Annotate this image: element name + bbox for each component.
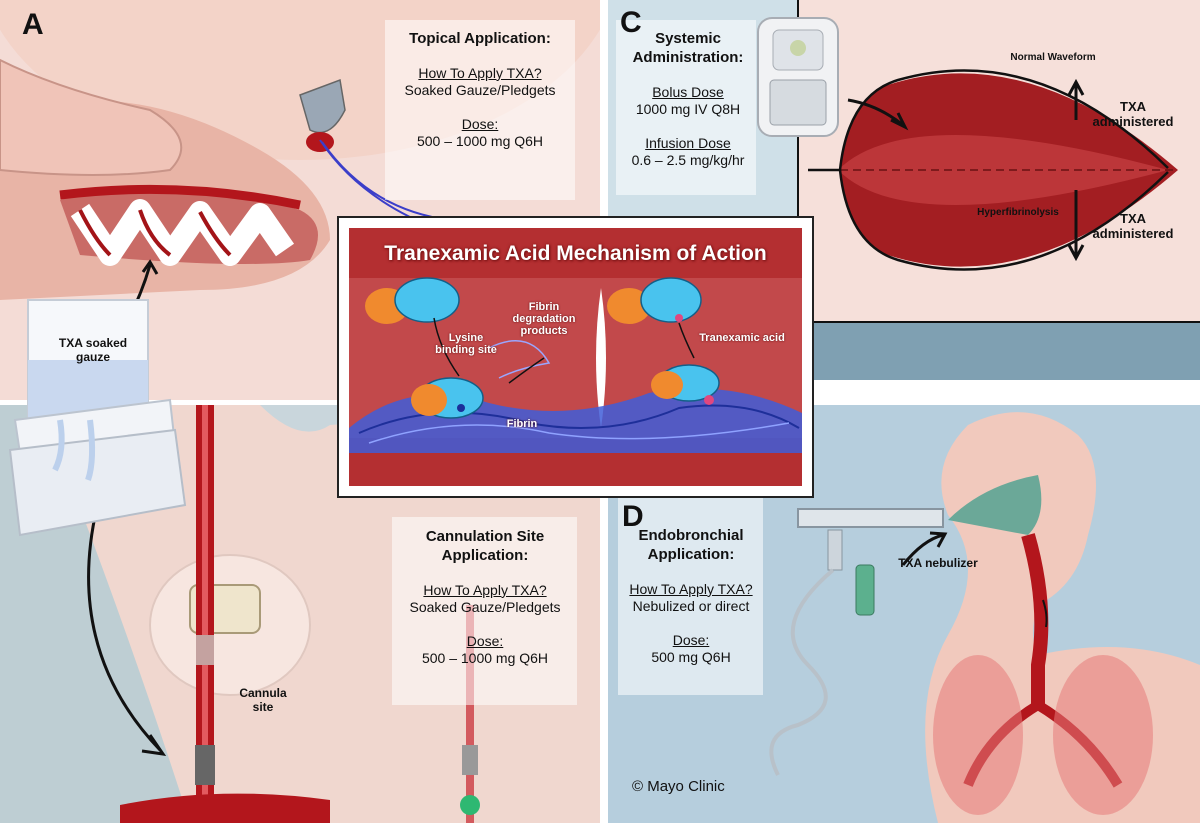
copyright-notice: © Mayo Clinic [632, 778, 725, 795]
panel-c-text: Systemic Administration: Bolus Dose 1000… [613, 30, 763, 170]
hyperfibrinolysis-label: Hyperfibrinolysis [977, 207, 1059, 218]
mechanism-illustration: Tranexamic Acid Mechanism of Action Fibr… [349, 228, 802, 486]
panel-b-dose: 500 – 1000 mg Q6H [421, 650, 549, 666]
panel-c-bolus: 1000 mg IV Q8H [635, 101, 741, 117]
panel-a-letter: A [22, 8, 44, 41]
panel-a-text: Topical Application: How To Apply TXA? S… [390, 30, 570, 151]
fibrin-label: Fibrin [506, 418, 538, 430]
gauze-illustration [8, 299, 187, 537]
panel-c-text-backdrop [616, 20, 756, 195]
txa-nebulizer-label: TXA nebulizer [898, 556, 978, 570]
panel-b-title: Cannulation Site Application: [425, 528, 545, 564]
vessel-illustration [349, 228, 802, 486]
txa-administered-bottom-label: TXA administered [1092, 211, 1174, 241]
panel-c-infusion-label: Infusion Dose [645, 134, 731, 151]
panel-d-dose: 500 mg Q6H [651, 649, 731, 665]
panel-c-letter: C [620, 6, 642, 39]
panel-d-text: Endobronchial Application: How To Apply … [616, 527, 766, 667]
panel-b-dose-label: Dose: [466, 632, 504, 649]
panel-a-question: How To Apply TXA? [418, 64, 542, 81]
panel-d-dose-label: Dose: [672, 631, 710, 648]
panel-a-dose-label: Dose: [461, 115, 499, 132]
cannula-illustration [0, 405, 600, 823]
panel-endobronchial-application: D Endobronchial Application: How To Appl… [608, 405, 1200, 823]
panel-a-dose: 500 – 1000 mg Q6H [416, 133, 544, 150]
panel-b-method: Soaked Gauze/Pledgets [409, 599, 561, 615]
txa-soaked-gauze-label: TXA soaked gauze [58, 336, 128, 364]
panel-d-method: Nebulized or direct [632, 598, 750, 614]
panel-d-title: Endobronchial Application: [638, 527, 744, 563]
txa-administered-top-label: TXA administered [1092, 99, 1174, 129]
panel-c-infusion: 0.6 – 2.5 mg/kg/hr [631, 152, 745, 168]
panel-b-question: How To Apply TXA? [423, 581, 547, 598]
cannula-site-label: Cannula site [239, 686, 287, 714]
panel-a-method: Soaked Gauze/Pledgets [404, 82, 556, 99]
panel-a-text-backdrop [385, 20, 575, 200]
normal-waveform-label: Normal Waveform [1010, 52, 1096, 63]
panel-c-bolus-label: Bolus Dose [652, 83, 724, 100]
panel-d-text-backdrop [618, 490, 763, 695]
panel-c-title: Systemic Administration: [632, 30, 744, 66]
tranexamic-acid-label: Tranexamic acid [699, 332, 785, 344]
panel-topical-application: A Topical Application: How To Apply TXA?… [0, 0, 600, 400]
fibrin-degradation-products-label: Fibrin degradation products [512, 301, 576, 338]
panel-b-text: Cannulation Site Application: How To App… [395, 528, 575, 668]
lysine-binding-site-label: Lysine binding site [435, 332, 497, 357]
panel-a-title: Topical Application: [409, 30, 551, 47]
panel-b-text-backdrop [392, 517, 577, 705]
mechanism-title: Tranexamic Acid Mechanism of Action [384, 242, 767, 265]
panel-d-letter: D [622, 500, 644, 533]
panel-d-question: How To Apply TXA? [629, 580, 753, 597]
mechanism-of-action-box: Tranexamic Acid Mechanism of Action Fibr… [337, 216, 814, 498]
